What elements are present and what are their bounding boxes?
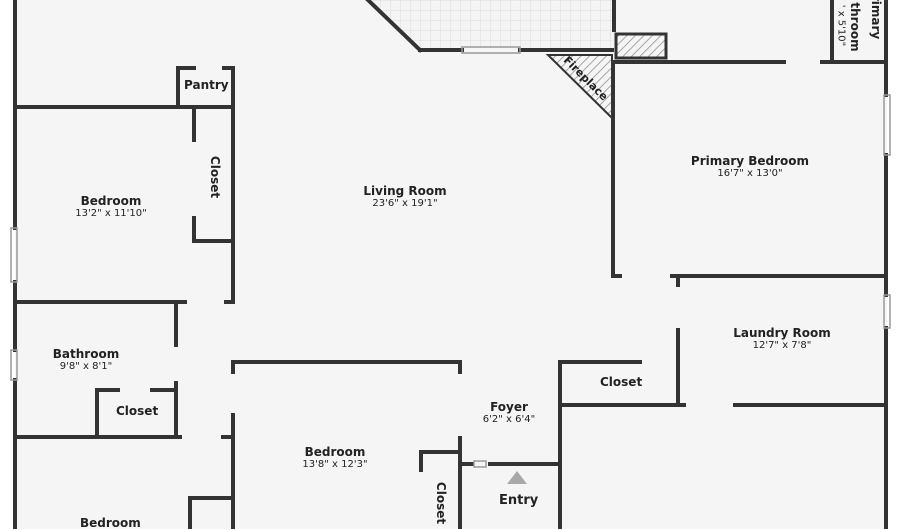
primary-bathroom-name: rimary (869, 0, 883, 40)
closet-left-label: Closet (208, 155, 222, 199)
closet-center-label: Closet (434, 481, 448, 525)
foyer-label: Foyer 6'2" x 6'4" (482, 400, 536, 426)
tiled-nook (372, 0, 612, 48)
floor-area (15, 0, 887, 529)
windows (10, 46, 891, 468)
walls (13, 0, 888, 529)
primary-bedroom-label: Primary Bedroom 16'7" x 13'0" (690, 154, 810, 180)
living-room-label: Living Room 23'6" x 19'1" (363, 184, 447, 210)
chimney-block (614, 32, 668, 60)
bedroom-bottom-left-label: Bedroom (80, 516, 141, 530)
primary-bathroom-name-2: throom (848, 2, 862, 52)
closet-bath-label: Closet (116, 404, 159, 418)
bedroom-center-label: Bedroom 13'8" x 12'3" (302, 445, 368, 471)
bedroom-left-label: Bedroom 13'2" x 11'10" (75, 194, 147, 220)
pantry-label: Pantry (184, 78, 229, 92)
bathroom-label: Bathroom 9'8" x 8'1" (52, 347, 120, 373)
laundry-room-label: Laundry Room 12'7" x 7'8" (733, 326, 831, 352)
entry-label: Entry (499, 493, 539, 508)
entry-arrow-icon (507, 471, 527, 484)
primary-bathroom-dims: ' x 5'10" (835, 4, 847, 47)
closet-mid-label: Closet (600, 375, 643, 389)
